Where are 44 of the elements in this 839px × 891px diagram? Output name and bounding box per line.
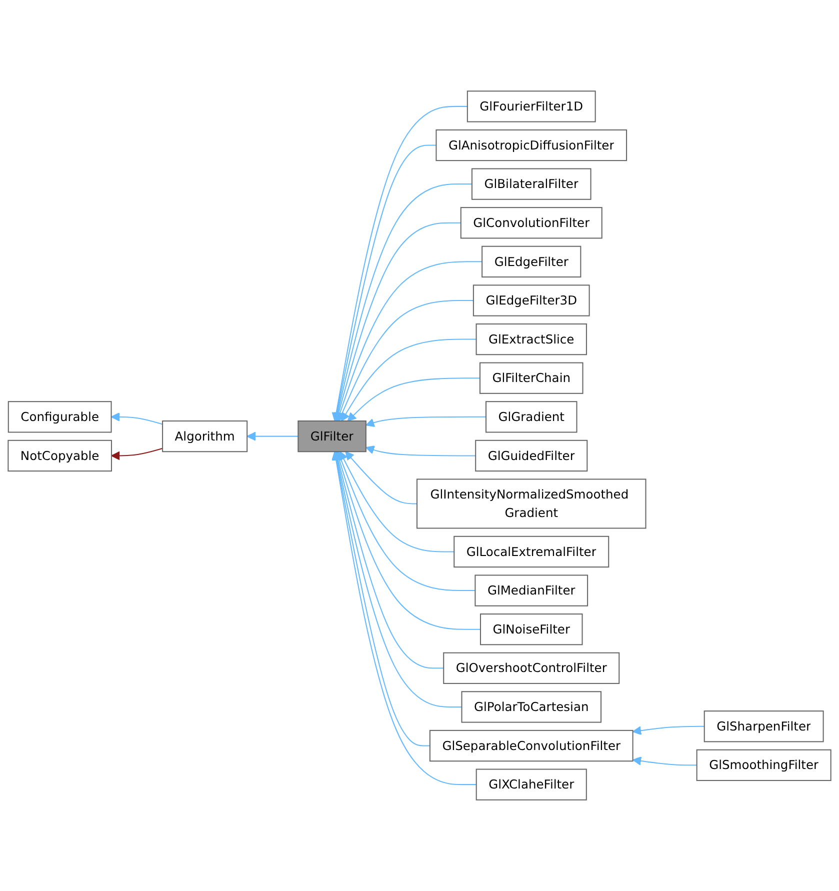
arrow bbox=[340, 451, 454, 552]
arrow bbox=[338, 300, 474, 422]
arrow bbox=[366, 446, 476, 456]
arrow bbox=[332, 451, 430, 746]
arrow bbox=[632, 756, 697, 766]
arrow bbox=[332, 451, 462, 708]
node-box: GlSeparableConvolutionFilter bbox=[429, 730, 634, 762]
arrow bbox=[345, 451, 417, 504]
node-box: GlEdgeFilter bbox=[482, 246, 582, 278]
node-box: GlBilateralFilter bbox=[471, 168, 592, 200]
node-box: GlNoiseFilter bbox=[480, 614, 583, 646]
node-box: GlConvolutionFilter bbox=[460, 207, 602, 239]
node-box: GlFilterChain bbox=[479, 362, 584, 394]
arrow bbox=[246, 432, 298, 441]
node-box: GlIntensityNormalizedSmoothed Gradient bbox=[416, 478, 646, 529]
arrow bbox=[336, 261, 482, 422]
node-box: GlAnisotropicDiffusionFilter bbox=[436, 129, 628, 162]
arrow bbox=[111, 448, 163, 460]
arrow bbox=[336, 451, 476, 592]
arrow bbox=[334, 451, 444, 669]
arrow bbox=[347, 378, 480, 422]
node-box: GlLocalExtremalFilter bbox=[454, 536, 610, 568]
node-box: GlOvershootControlFilter bbox=[443, 652, 620, 684]
node-box: GlSharpenFilter bbox=[704, 710, 824, 742]
arrow bbox=[110, 412, 163, 425]
node-box: GlExtractSlice bbox=[476, 323, 587, 356]
node-box: GlPolarToCartesian bbox=[461, 691, 602, 723]
arrow bbox=[341, 338, 476, 422]
node-box: Algorithm bbox=[162, 420, 248, 452]
arrow bbox=[334, 451, 480, 630]
node-box: GlEdgeFilter3D bbox=[472, 284, 590, 316]
arrow bbox=[632, 726, 704, 736]
node-box: GlGuidedFilter bbox=[475, 440, 588, 472]
arrow bbox=[332, 451, 476, 786]
node-box: GlGradient bbox=[485, 401, 578, 433]
arrow bbox=[366, 416, 486, 427]
node-box: Configurable bbox=[8, 401, 112, 433]
node-box: GlMedianFilter bbox=[474, 574, 588, 606]
node-box: GlSmoothingFilter bbox=[696, 749, 832, 781]
node-box: GlFourierFilter1D bbox=[466, 90, 596, 122]
node-box: GlXClaheFilter bbox=[476, 768, 587, 800]
node-box: GlFilter bbox=[298, 420, 366, 452]
node-box: NotCopyable bbox=[8, 440, 112, 472]
arrow bbox=[332, 106, 468, 422]
